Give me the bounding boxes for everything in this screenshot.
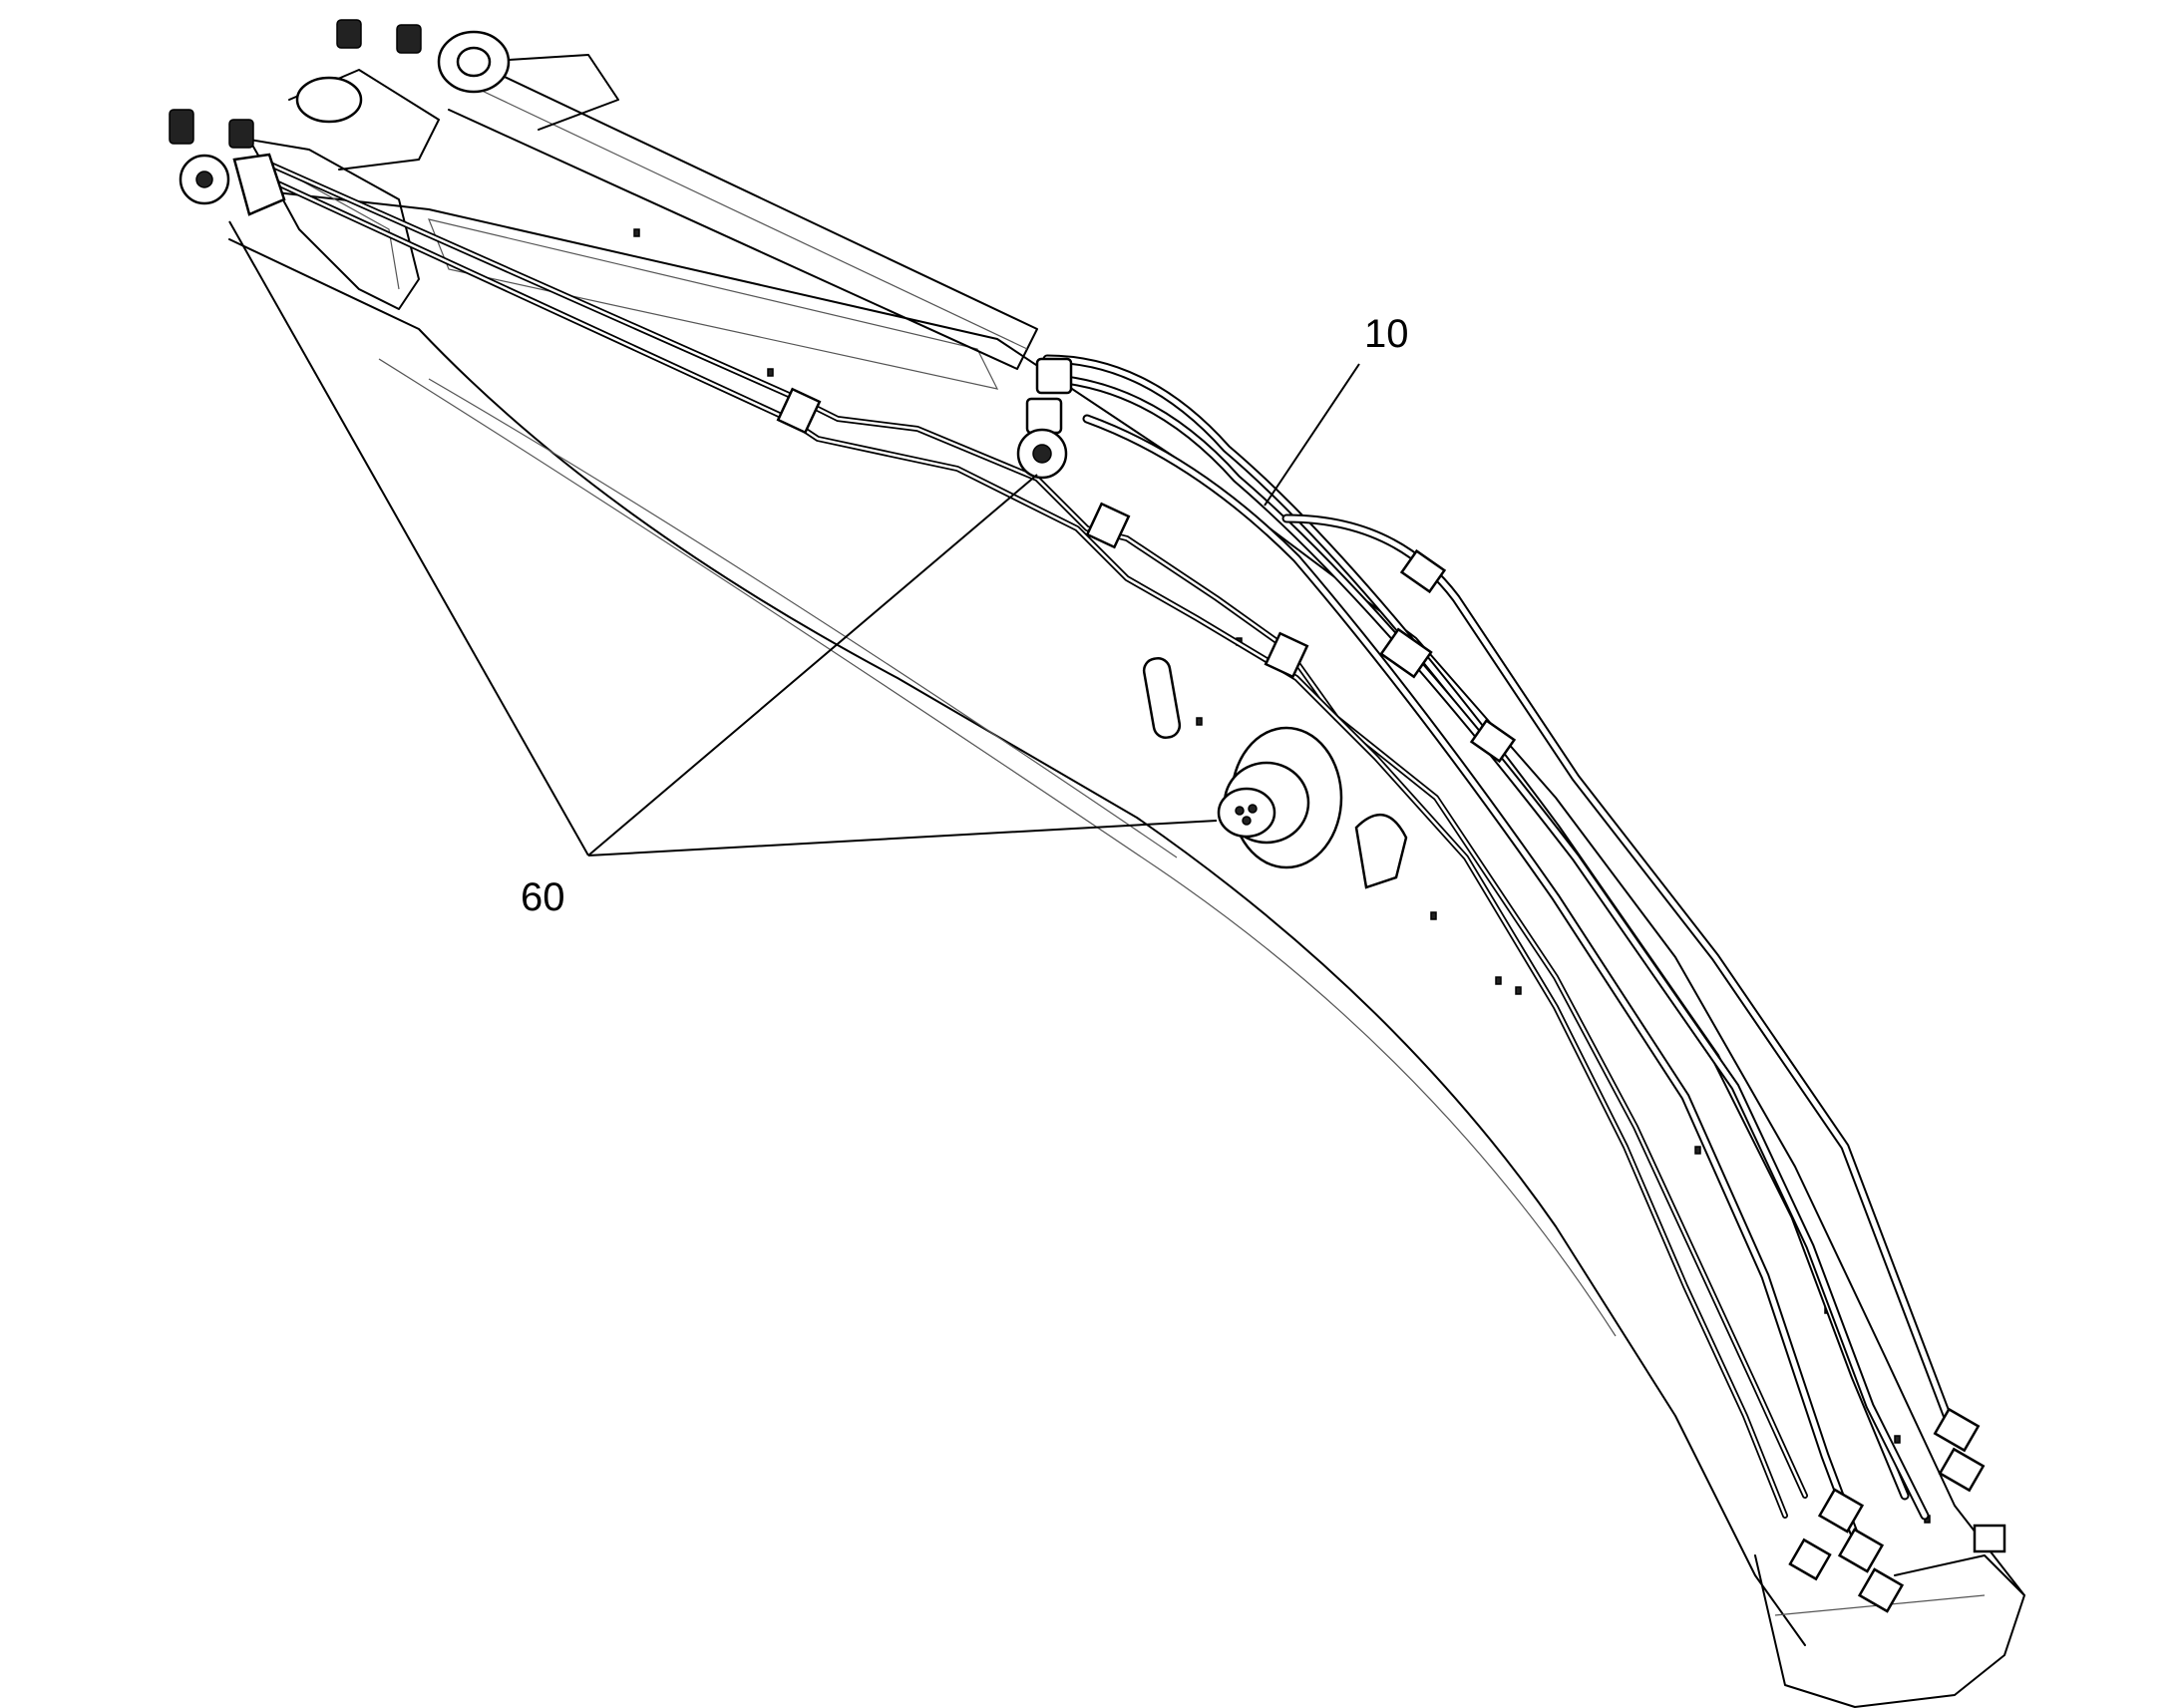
item-60-fittings	[169, 19, 1343, 869]
leader-60-a	[228, 220, 589, 856]
leader-60-b	[587, 474, 1038, 856]
leader-lines	[228, 220, 1360, 856]
pipe-lines	[256, 157, 1808, 1519]
leader-10	[1264, 363, 1360, 507]
boom-body	[228, 30, 2025, 1708]
callout-60: 60	[521, 875, 565, 919]
hydraulic-hoses	[1025, 354, 2006, 1613]
callout-10: 10	[1364, 312, 1409, 356]
leader-60-c	[587, 820, 1218, 856]
